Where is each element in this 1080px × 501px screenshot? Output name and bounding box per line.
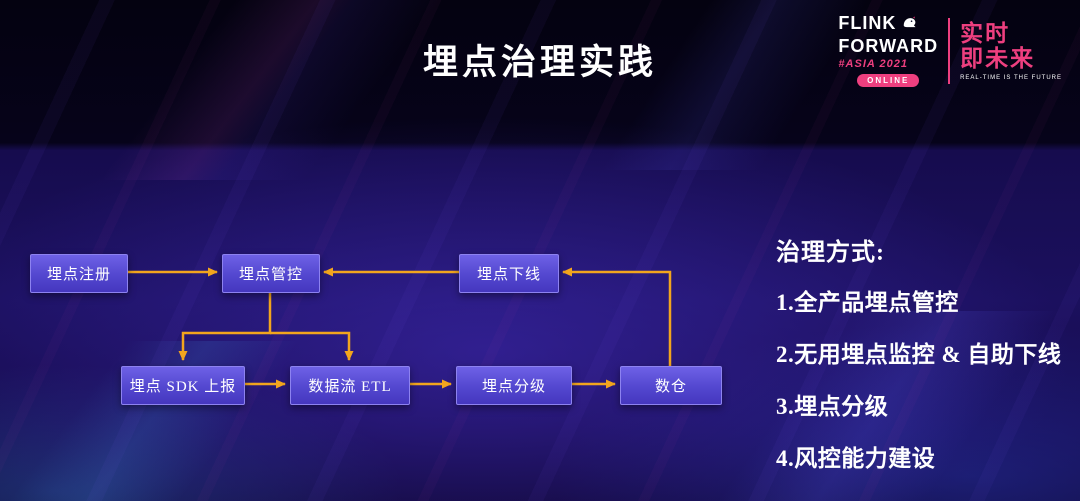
logo-slogan-block: 实时 即未来 REAL-TIME IS THE FUTURE [960,19,1062,81]
flow-node-sdk-report: 埋点 SDK 上报 [121,366,245,405]
flow-node-warehouse: 数仓 [620,366,722,405]
flink-forward-logo: FLINK FORWARD #ASIA 2021 ONLINE 实时 即未来 R… [838,14,1062,87]
slide-title: 埋点治理实践 [422,43,657,82]
note-item: 1.全产品埋点管控 [776,290,959,315]
flow-node-offline: 埋点下线 [459,254,559,293]
logo-divider [948,17,951,84]
note-item: 4.风控能力建设 [776,446,936,471]
flow-node-etl: 数据流 ETL [290,366,410,405]
flow-node-control: 埋点管控 [222,254,320,293]
logo-edition: #ASIA 2021 [838,58,908,70]
note-item: 3.埋点分级 [776,394,889,419]
flink-squirrel-icon [900,14,918,37]
logo-online-badge: ONLINE [857,74,920,87]
governance-notes: 治理方式: 1.全产品埋点管控 2.无用埋点监控 & 自助下线 3.埋点分级 4… [776,232,1061,491]
flow-node-register: 埋点注册 [30,254,128,293]
flow-node-grading: 埋点分级 [456,366,572,405]
logo-slogan-sub: REAL-TIME IS THE FUTURE [960,74,1062,81]
logo-slogan-line2: 即未来 [960,44,1036,71]
notes-heading: 治理方式: [776,240,885,266]
logo-slogan-line1: 实时 [960,19,1011,46]
logo-text-flink: FLINK [838,13,897,33]
logo-text-forward: FORWARD [838,36,939,56]
note-item: 2.无用埋点监控 & 自助下线 [776,342,1062,367]
logo-wordmark: FLINK FORWARD #ASIA 2021 ONLINE [838,14,938,87]
logo-word-row: FLINK [838,14,918,37]
